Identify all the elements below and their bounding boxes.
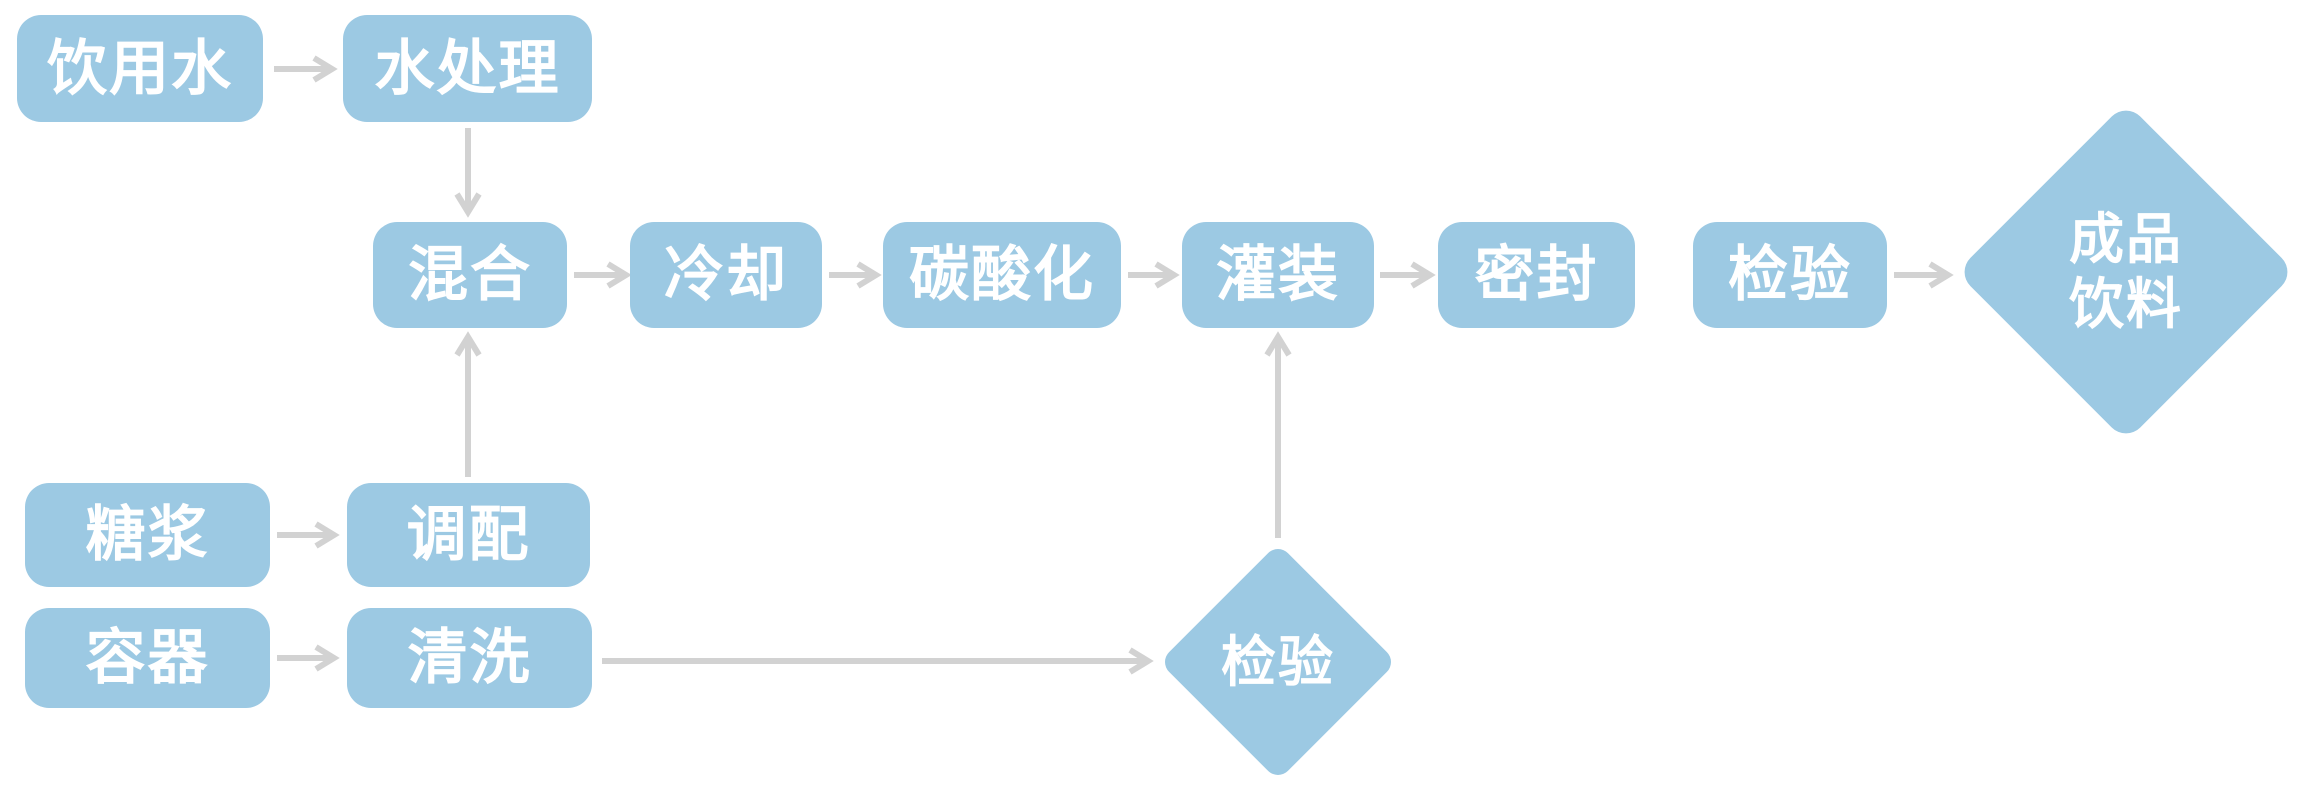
node-water-treatment: 水处理 — [343, 15, 592, 122]
node-drinking-water: 饮用水 — [17, 15, 263, 122]
node-inspection-label: 检验 — [1728, 241, 1852, 308]
node-container: 容器 — [25, 608, 270, 708]
node-cooling: 冷却 — [630, 222, 822, 328]
node-washing: 清洗 — [347, 608, 592, 708]
node-blending-label: 调配 — [406, 501, 531, 568]
node-sealing-label: 密封 — [1474, 241, 1599, 308]
node-carbonation-label: 碳酸化 — [909, 241, 1095, 308]
node-mixing-label: 混合 — [408, 241, 532, 308]
node-syrup: 糖浆 — [25, 483, 270, 587]
finished-beverage-label-line1: 成品 — [2068, 208, 2183, 271]
finished-beverage-label-line2: 饮料 — [2068, 273, 2183, 335]
node-mixing: 混合 — [373, 222, 567, 328]
node-sealing: 密封 — [1438, 222, 1635, 328]
node-container-label: 容器 — [85, 624, 210, 691]
node-cooling-label: 冷却 — [664, 241, 788, 308]
node-blending: 调配 — [347, 483, 590, 587]
node-filling: 灌装 — [1182, 222, 1374, 328]
node-carbonation: 碳酸化 — [883, 222, 1121, 328]
node-drinking-water-label: 饮用水 — [47, 34, 233, 102]
container-inspection-label-text: 检验 — [1220, 630, 1335, 693]
node-container-inspection-label: 检验 — [1160, 544, 1396, 780]
node-syrup-label: 糖浆 — [85, 501, 210, 568]
node-washing-label: 清洗 — [407, 624, 532, 691]
node-container-inspection: 检验 — [1159, 543, 1397, 781]
node-finished-beverage: 成品 饮料 — [1956, 102, 2296, 442]
node-water-treatment-label: 水处理 — [374, 34, 561, 102]
node-inspection: 检验 — [1693, 222, 1887, 328]
node-filling-label: 灌装 — [1216, 241, 1340, 308]
node-finished-beverage-label: 成品 饮料 — [1956, 102, 2296, 442]
